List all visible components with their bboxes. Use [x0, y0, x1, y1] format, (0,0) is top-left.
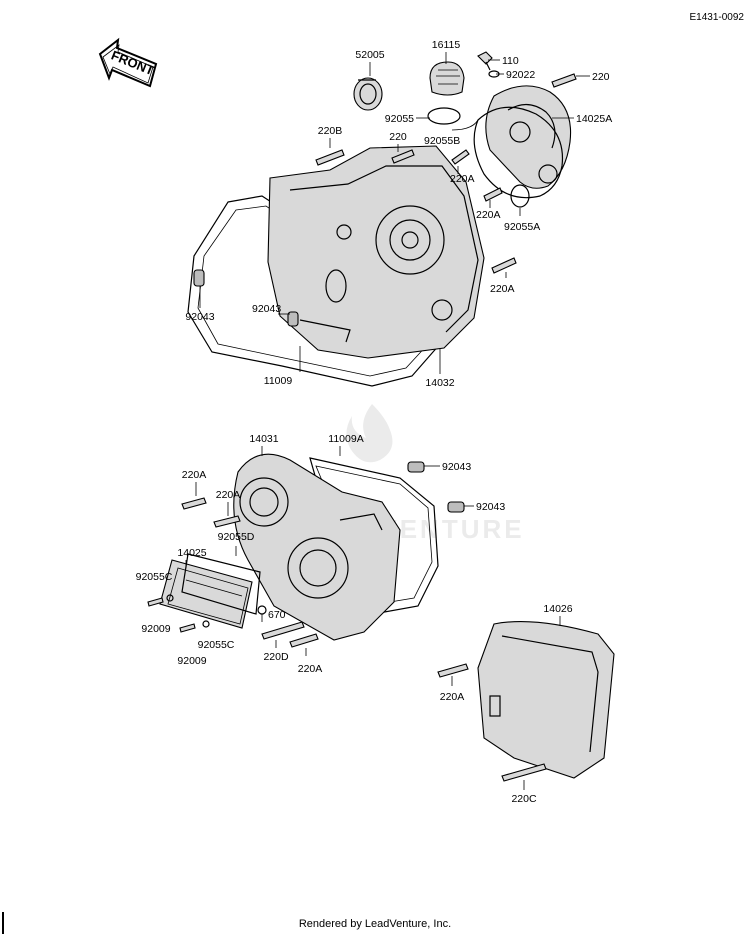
label-220A-3: 220A	[490, 283, 515, 295]
label-92055: 92055	[385, 113, 414, 125]
label-92009-1: 92009	[141, 623, 170, 635]
diagram-code: E1431-0092	[690, 12, 745, 23]
bolt-220A-1	[451, 149, 470, 165]
label-14026: 14026	[543, 603, 572, 615]
bolt-220A-7	[437, 663, 469, 678]
label-52005: 52005	[355, 49, 384, 61]
footer-credit: Rendered by LeadVenture, Inc.	[298, 918, 452, 930]
label-220-mid: 220	[389, 131, 407, 143]
label-220D: 220D	[263, 651, 289, 663]
cover-14031	[233, 453, 401, 641]
bolt-110	[477, 51, 500, 78]
bolt-220-top	[551, 73, 577, 88]
part-labels: 52005 16115 110 92022 220 220B 220 92055…	[136, 39, 613, 805]
edge-mark	[2, 912, 4, 934]
label-220A-4: 220A	[182, 469, 207, 481]
label-92055D: 92055D	[218, 531, 255, 543]
label-670: 670	[268, 609, 286, 621]
label-14025: 14025	[177, 547, 206, 559]
label-11009A: 11009A	[328, 433, 363, 445]
label-220A-5: 220A	[216, 489, 241, 501]
bolt-220A-4	[181, 497, 207, 510]
label-92022: 92022	[506, 69, 535, 81]
washer-92055C-1	[166, 594, 174, 602]
watermark-text: VENTURE	[379, 514, 524, 544]
label-14031: 14031	[249, 433, 278, 445]
bolt-220A-5	[213, 515, 241, 528]
washer-92055C-2	[202, 620, 210, 628]
crankcase-14032	[267, 145, 485, 359]
label-11009: 11009	[264, 375, 293, 387]
dowel-92043-4	[447, 501, 465, 513]
bolt-220A-3	[491, 257, 517, 274]
label-92043-4: 92043	[476, 501, 505, 513]
watermark: VENTURE	[346, 404, 524, 544]
dowel-92043-3	[407, 461, 425, 473]
dowel-92043-1	[193, 269, 205, 287]
bolt-220D	[261, 621, 305, 640]
bolt-220B	[315, 149, 345, 166]
front-arrow: FRONT	[98, 37, 158, 88]
gasket-92055D	[181, 553, 261, 615]
label-92055C-1: 92055C	[136, 571, 173, 583]
washer-670	[257, 605, 267, 615]
label-220B: 220B	[318, 125, 343, 137]
bolt-220C	[501, 763, 547, 782]
label-220A-6: 220A	[298, 663, 323, 675]
label-92055A: 92055A	[504, 221, 540, 233]
label-92055B: 92055B	[424, 135, 460, 147]
label-92009-2: 92009	[177, 655, 206, 667]
label-220A-1: 220A	[450, 173, 475, 185]
cover-14026	[477, 621, 615, 779]
label-92055C-2: 92055C	[198, 639, 235, 651]
label-92043-3: 92043	[442, 461, 471, 473]
bolt-220A-2	[483, 187, 503, 202]
oil-seal-52005	[353, 77, 383, 111]
filler-cap-16115	[429, 61, 465, 96]
dowel-92043-2	[287, 311, 299, 327]
label-14032: 14032	[425, 377, 454, 389]
cover-14025A	[485, 85, 572, 189]
label-14025A: 14025A	[576, 113, 612, 125]
o-ring-92055A	[510, 184, 530, 208]
screw-92009-1	[147, 597, 164, 607]
label-92043-2: 92043	[252, 303, 281, 315]
label-220A-7: 220A	[440, 691, 465, 703]
bolt-220-mid	[391, 149, 415, 164]
label-92043-1: 92043	[185, 311, 214, 323]
label-220-top: 220	[592, 71, 610, 83]
label-110: 110	[502, 55, 519, 67]
label-16115: 16115	[432, 39, 461, 51]
label-220C: 220C	[511, 793, 537, 805]
leader-lines	[185, 52, 590, 790]
bolt-220A-6	[289, 633, 319, 648]
o-ring-92055	[427, 107, 461, 125]
gasket-14025A	[473, 106, 564, 199]
label-220A-2: 220A	[476, 209, 501, 221]
screw-92009-2	[179, 623, 196, 633]
cover-14025	[159, 559, 253, 629]
